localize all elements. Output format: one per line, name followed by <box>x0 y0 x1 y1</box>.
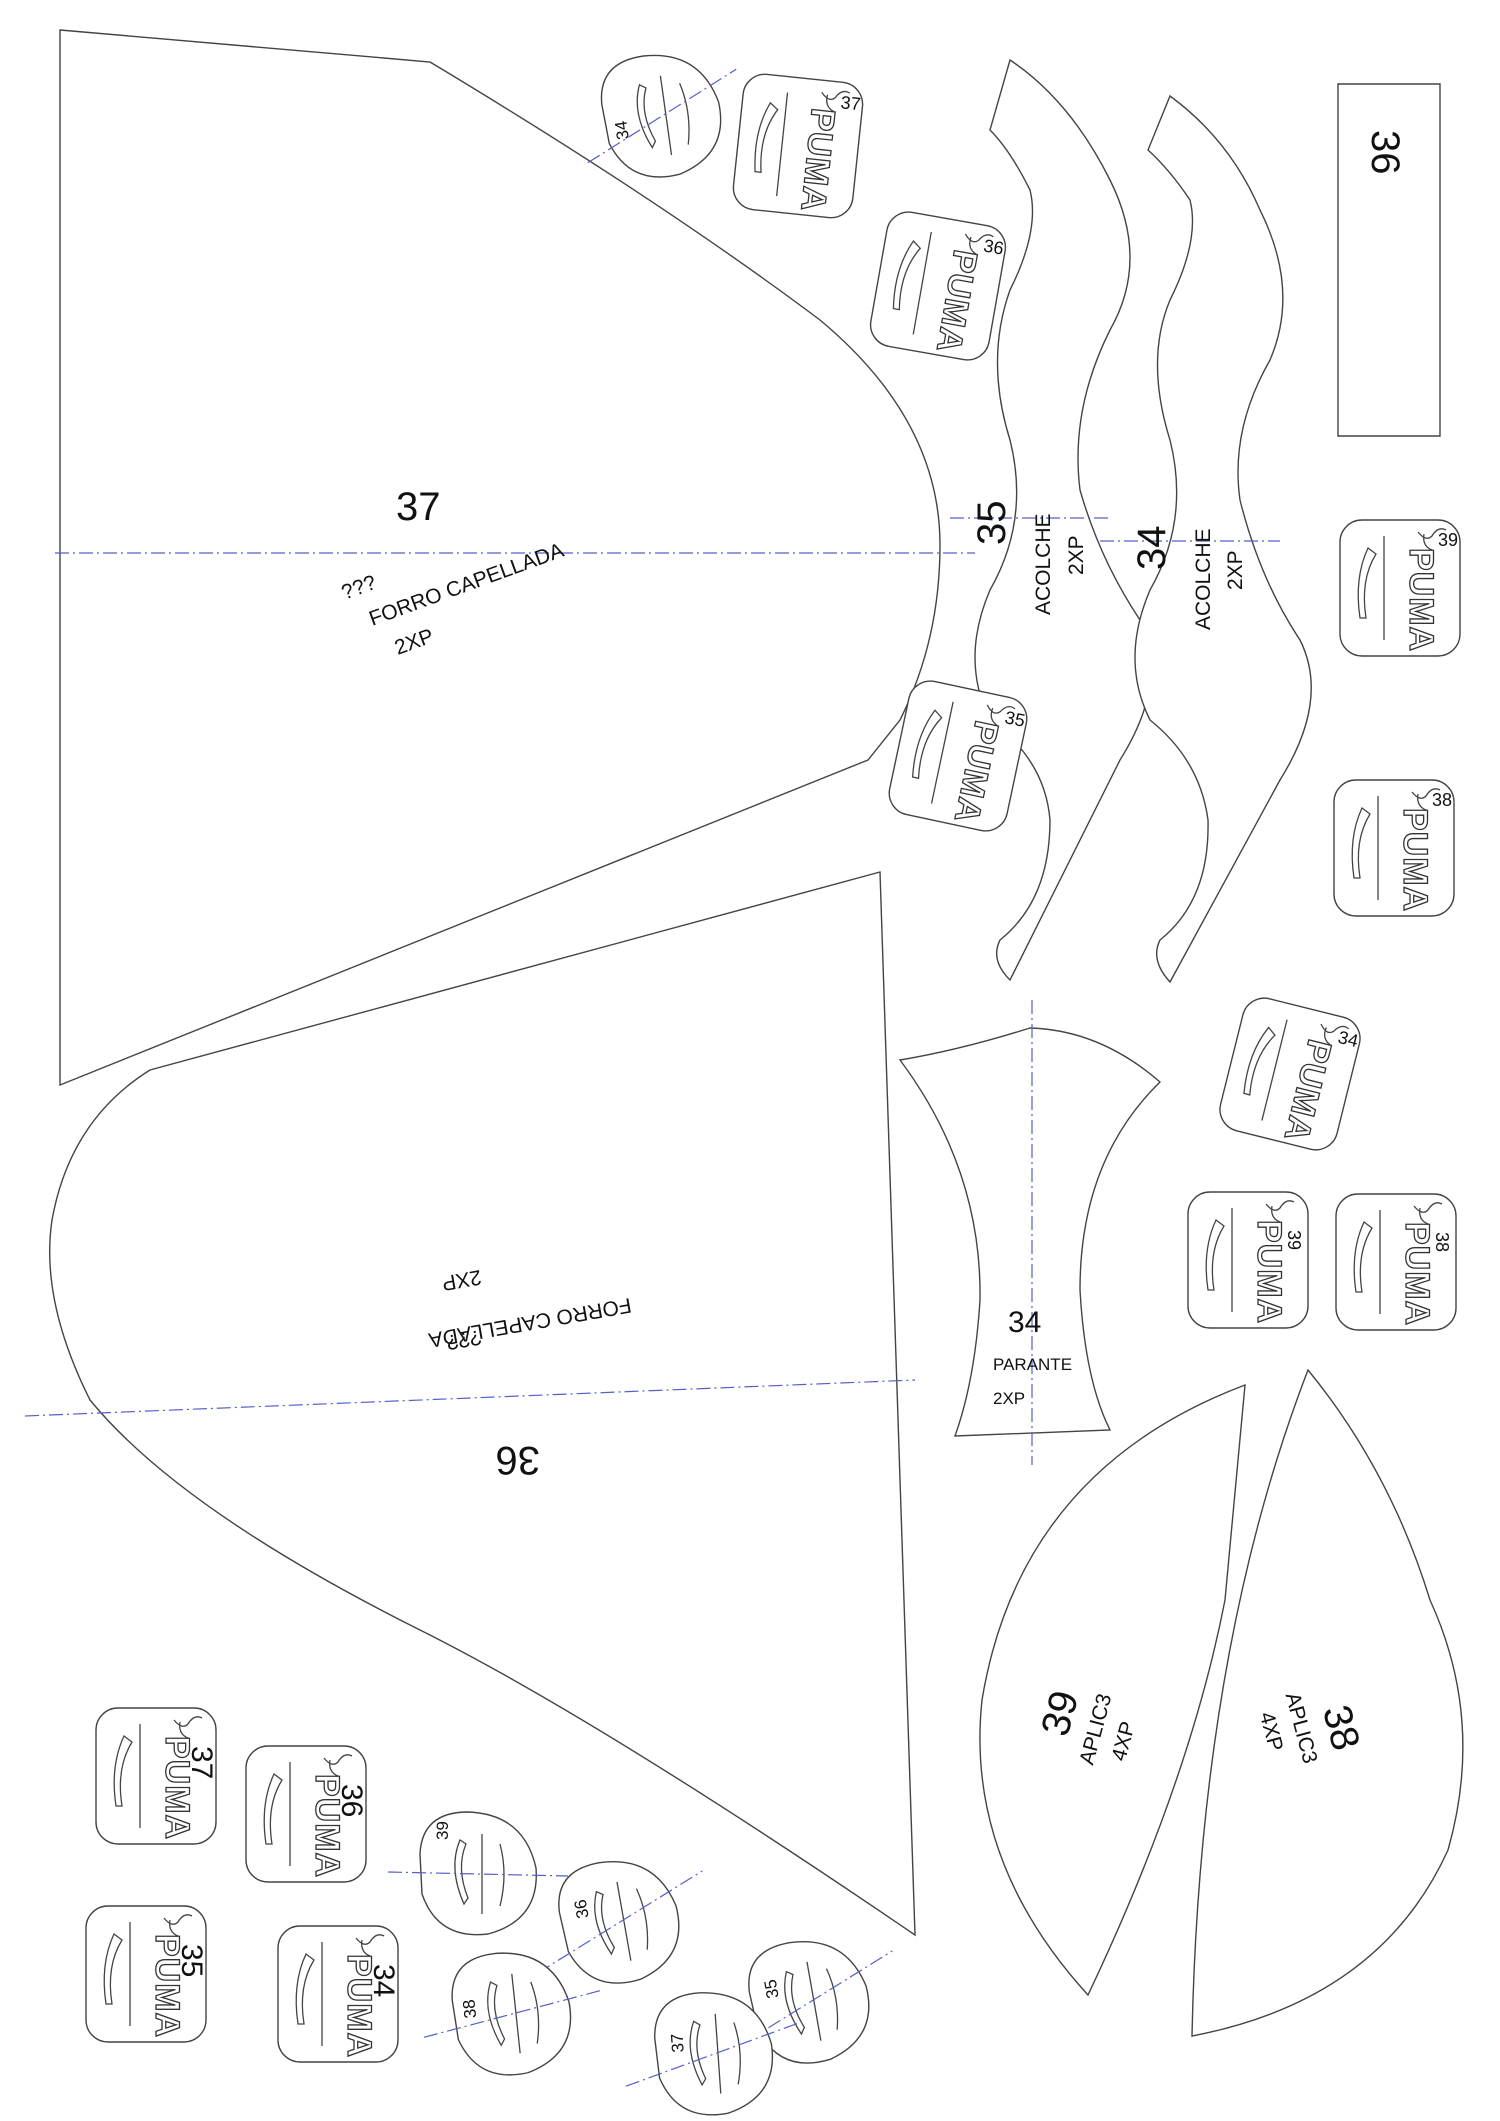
brand-tag-34-right: PUMA 34 <box>1214 992 1366 1156</box>
puma-wordmark: PUMA <box>1396 808 1434 912</box>
acolche-35-name: ACOLCHE <box>1032 513 1055 615</box>
tag-size-label: 36 <box>335 1784 368 1817</box>
drop-size-label: 34 <box>611 120 632 141</box>
tag-size-label: 35 <box>175 1944 208 1977</box>
puma-wordmark: PUMA <box>308 1774 346 1878</box>
tag-size-label: 34 <box>1336 1027 1360 1051</box>
drop-size-label: 37 <box>668 2033 688 2053</box>
puma-wordmark: PUMA <box>158 1736 196 1840</box>
forro-capellada-37-piece: 37 ??? FORRO CAPELLADA 2XP <box>55 30 975 1085</box>
drop-tag-36: 36 <box>521 1850 720 1993</box>
acolche-34-qty: 2XP <box>1224 550 1247 590</box>
tag-size-label: 37 <box>185 1746 218 1779</box>
tag-size-label: 36 <box>982 235 1005 258</box>
forro-36-size: 36 <box>496 1438 541 1482</box>
tag-size-label: 39 <box>1284 1230 1304 1250</box>
brand-tag-38-pair: PUMA 38 <box>1335 1193 1457 1331</box>
drop-size-label: 39 <box>433 1821 452 1840</box>
brand-tag-37-bottom-left: PUMA 37 <box>95 1707 218 1845</box>
brand-tag-35-bottom-left: PUMA 35 <box>85 1905 208 2043</box>
strip-36-size: 36 <box>1363 130 1407 175</box>
drop-size-label: 38 <box>459 1999 480 2020</box>
strip-36-piece: 36 <box>1338 84 1440 436</box>
parante-qty: 2XP <box>993 1389 1025 1408</box>
forro-37-size: 37 <box>396 485 441 529</box>
drop-size-label: 36 <box>571 1898 593 1920</box>
tag-size-label: 39 <box>1438 530 1458 550</box>
drop-tag-38: 38 <box>416 1945 608 2082</box>
tag-size-label: 34 <box>367 1964 400 1997</box>
brand-tag-36-top: PUMA 36 <box>866 207 1010 365</box>
acolche-34-name: ACOLCHE <box>1192 528 1215 630</box>
puma-wordmark: PUMA <box>148 1934 186 2038</box>
aplic3-38-piece: 38 APLIC3 4XP <box>1192 1370 1463 2036</box>
drop-tag-34-top: 34 <box>574 45 750 185</box>
tag-size-label: 38 <box>1432 1232 1452 1252</box>
brand-tag-36-bottom-left: PUMA 36 <box>245 1745 368 1883</box>
parante-34-piece: 34 PARANTE 2XP <box>900 1000 1160 1465</box>
brand-tag-37-top: PUMA 37 <box>730 71 866 221</box>
brand-tag-38-right: PUMA 38 <box>1333 779 1455 917</box>
tag-size-label: 35 <box>1003 707 1027 731</box>
acolche-35-qty: 2XP <box>1065 535 1088 575</box>
puma-wordmark: PUMA <box>1250 1220 1288 1324</box>
brand-tag-39-pair: PUMA 39 <box>1187 1191 1309 1329</box>
brand-tag-35-mid: PUMA 35 <box>884 676 1032 836</box>
puma-wordmark: PUMA <box>340 1954 378 2058</box>
drop-size-label: 35 <box>761 1978 783 2000</box>
acolche-35-size: 35 <box>970 501 1014 546</box>
drop-tag-39: 39 <box>388 1811 568 1936</box>
tag-size-label: 38 <box>1432 790 1452 810</box>
drop-tag-37: 37 <box>620 1987 808 2120</box>
acolche-35-piece: 35 ACOLCHE 2XP <box>950 60 1151 980</box>
aplic3-39-piece: 39 APLIC3 4XP <box>980 1385 1245 1995</box>
parante-name: PARANTE <box>993 1355 1072 1374</box>
puma-wordmark: PUMA <box>1402 548 1440 652</box>
acolche-34-piece: 34 ACOLCHE 2XP <box>1100 96 1311 982</box>
puma-wordmark: PUMA <box>1398 1222 1436 1326</box>
brand-tag-34-bottom-left: PUMA 34 <box>277 1925 400 2063</box>
parante-size: 34 <box>1008 1306 1041 1339</box>
forro-capellada-36-piece: 36 ??? FORRO CAPELLADA 2XP <box>25 872 915 1935</box>
brand-tag-39-right: PUMA 39 <box>1339 519 1461 657</box>
acolche-34-size: 34 <box>1130 526 1174 571</box>
tag-size-label: 37 <box>840 92 862 114</box>
